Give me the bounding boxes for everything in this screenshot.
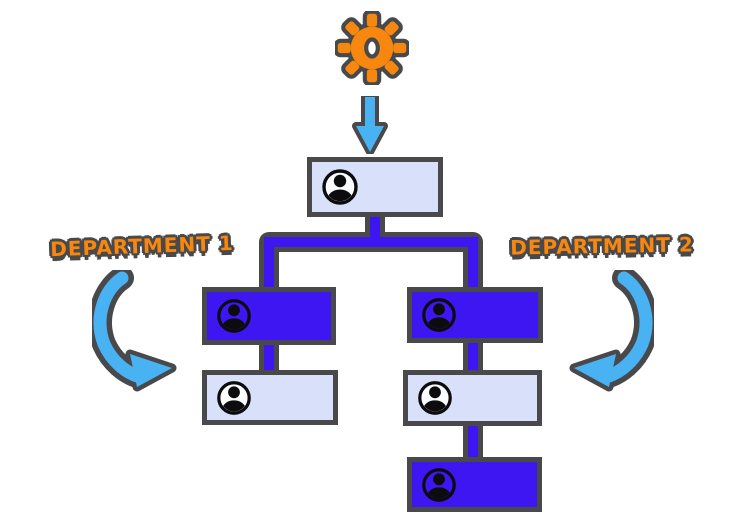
curved-arrow-right-icon — [542, 270, 654, 392]
person-icon — [420, 466, 458, 504]
department-1-node-2 — [207, 375, 333, 420]
person-icon — [416, 379, 454, 417]
gear-icon — [335, 11, 409, 85]
root-person-box — [312, 162, 438, 212]
person-icon — [215, 379, 253, 417]
department-1-node-1 — [207, 292, 331, 340]
person-icon — [420, 296, 458, 334]
down-arrow-icon — [352, 96, 388, 154]
department-2-label: DEPARTMENT 2 — [510, 232, 694, 260]
person-icon — [320, 167, 360, 207]
person-icon — [215, 297, 253, 335]
department-2-node-1 — [412, 292, 538, 338]
curved-arrow-left-icon — [92, 270, 204, 392]
department-2-node-3 — [412, 462, 537, 507]
department-2-node-2 — [408, 375, 537, 421]
